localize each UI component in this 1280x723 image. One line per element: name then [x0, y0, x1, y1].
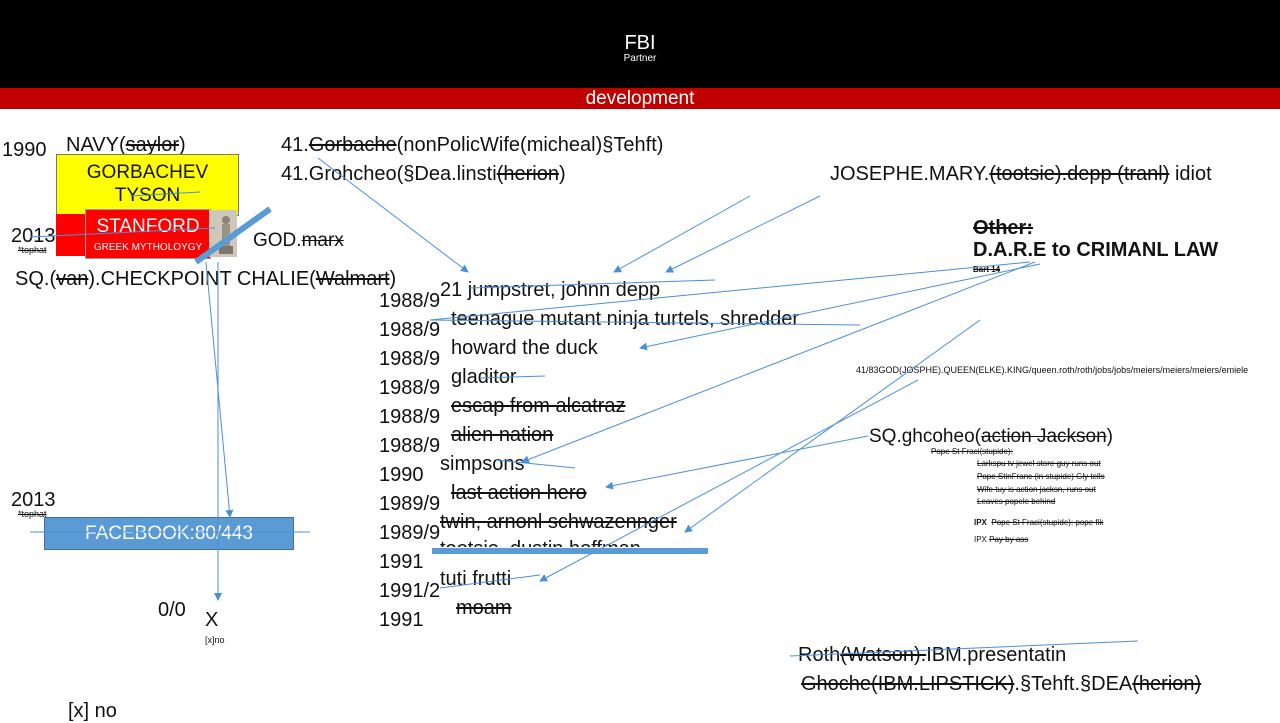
timeline-year: 1988/9 [379, 377, 441, 399]
connector-line [317, 157, 469, 273]
yellow-box-line1: GORBACHEV [86, 162, 209, 183]
timeline-year: 1989/9 [379, 522, 441, 544]
year-2013-b: 2013 [11, 489, 56, 511]
timeline-title: last action hero [451, 482, 587, 504]
timeline-title: howard the duck [451, 337, 598, 359]
timeline-title: tootsie, dustin hoffman [440, 539, 641, 547]
timeline-year: 1988/9 [379, 319, 441, 341]
x-bottom-label: [x] no [68, 700, 117, 722]
development-banner: development [0, 88, 1280, 109]
timeline-year: 1991 [379, 551, 424, 573]
timeline-years: 1988/9 1988/9 1988/9 1988/9 1988/9 1988/… [379, 287, 440, 635]
connector-line [665, 195, 821, 273]
connector-line [439, 574, 541, 589]
note-line: Larkspu tv jewel store guy runs out [977, 459, 1101, 468]
tophat-a: *tophat [18, 245, 47, 255]
tophat-b: *tophat [18, 509, 47, 519]
connector-line [429, 319, 861, 326]
other-label: Other: [973, 217, 1033, 239]
connector-line [539, 379, 919, 582]
timeline-year: 1989/9 [379, 493, 441, 515]
connector-line [521, 261, 1036, 464]
zero-label: 0/0 [158, 599, 186, 621]
timeline-year: 1988/9 [379, 348, 441, 370]
timeline-title: simpsons [440, 453, 525, 475]
blue-slash-mark [194, 206, 272, 265]
facebook-box: FACEBOOK:80/443 [44, 517, 294, 550]
connector-line [613, 195, 751, 273]
roth-line: Roth(Watson).IBM.presentatin [798, 644, 1067, 666]
dare-label: D.A.R.E to CRIMANL LAW [973, 239, 1219, 261]
timeline-year: 1991 [379, 609, 424, 631]
navy-label: NAVY(saylor) [66, 134, 186, 156]
connector-line [129, 191, 201, 197]
stanford-subtitle: GREEK MYTHOLOYGY [93, 242, 203, 253]
connector-line [789, 640, 1139, 657]
god-label: GOD.marx [253, 230, 344, 251]
stanford-box: STANFORD GREEK MYTHOLOYGY [85, 209, 211, 259]
connector-line [479, 375, 546, 379]
timeline-title: twin, arnonl schwazennger [440, 511, 677, 533]
connector-line [29, 227, 216, 238]
sq-ghcoheo-line: SQ.ghcoheo(action Jackson) [869, 426, 1113, 447]
timeline-title: escap from alcatraz [451, 395, 626, 417]
header-title: FBI [624, 32, 656, 54]
timeline-title: gladitor [451, 366, 517, 388]
timeline-year: 1991/2 [379, 580, 441, 602]
ipx-line-2: IPX Pay by ass [974, 535, 1029, 544]
connector-line [495, 459, 576, 469]
timeline-title: 21 jumpstret, johnn depp [440, 279, 661, 301]
note-line: Leaves popele behind [977, 497, 1056, 506]
timeline-title: moam [456, 597, 512, 619]
connector-line [639, 263, 1041, 351]
timeline-year: 1988/9 [379, 435, 441, 457]
ipx-line-1: IPX Pope St Fraci(stupide): pope fik [974, 518, 1104, 527]
gorbache-line: 41.Gorbache(nonPolicWife(micheal)§Tehft) [281, 134, 664, 156]
connector-line [605, 435, 869, 490]
timeline-title: teenague mutant ninja turtels, shredder [451, 308, 799, 330]
bart-label: Bart 14 [973, 265, 1001, 274]
timeline-year: 1988/9 [379, 290, 441, 312]
year-1990: 1990 [2, 139, 47, 161]
timeline-title: tuti frutti [440, 568, 512, 590]
josephe-line: JOSEPHE.MARY.(tootsie).depp (tranl) idio… [830, 163, 1212, 185]
header-bar: FBI Partner [0, 0, 1280, 89]
grohcheo-line: 41.Grohcheo(§Dea.linsti(herion) [281, 163, 566, 185]
long-path-line: 41/83GOD(JOSPHE).QUEEN(ELKE).KING/queen.… [856, 365, 1249, 375]
stanford-title: STANFORD [96, 216, 200, 237]
note-line: Pope St Fraci(stupide): [931, 447, 1013, 456]
connector-line [429, 261, 1031, 321]
x-label: X [205, 609, 219, 631]
note-line: Wife tuy is action jacksn, runs out [977, 485, 1096, 494]
timeline-title: alien nation [451, 424, 554, 446]
checkpoint-label: SQ.(van).CHECKPOINT CHALIE(Walmart) [15, 268, 397, 290]
timeline-year: 1988/9 [379, 406, 441, 428]
ghoche-line: Ghoche(IBM.LIPSTICK).§Tehft.§DEA(herion) [801, 673, 1202, 695]
x-small-label: [x]no [205, 635, 225, 645]
timeline-year: 1990 [379, 464, 424, 486]
year-2013-a: 2013 [11, 225, 56, 247]
note-line: Pope StinFranc (in stupide) Gly tells [977, 472, 1105, 481]
header-subtitle: Partner [623, 53, 657, 64]
connector-line [469, 279, 716, 289]
